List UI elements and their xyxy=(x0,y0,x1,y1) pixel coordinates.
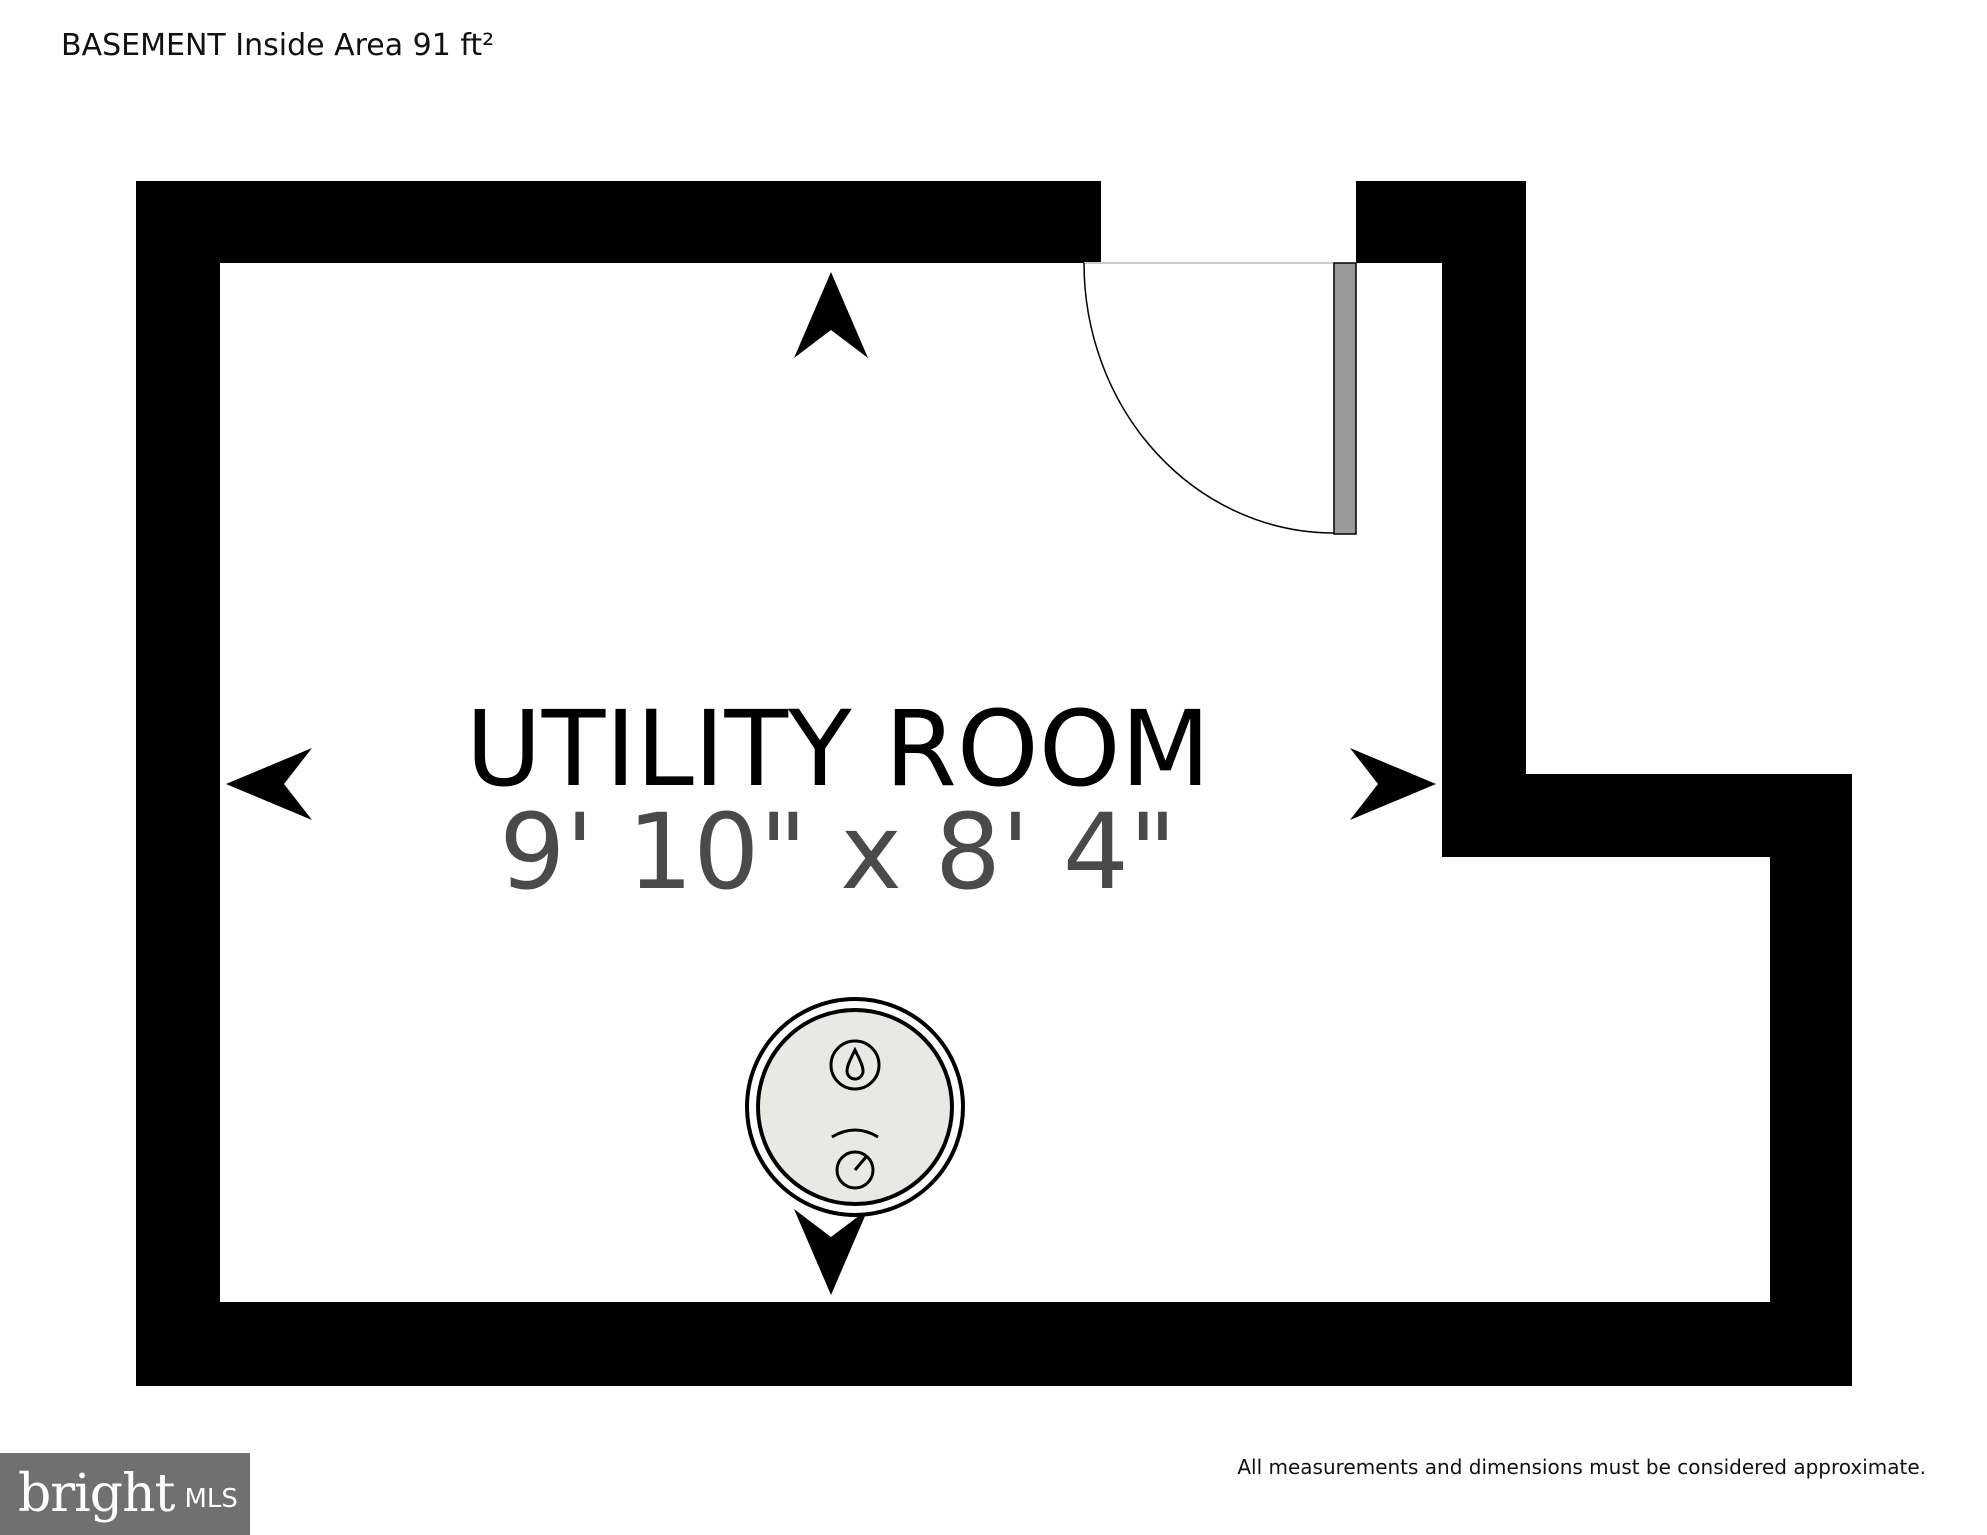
logo-suffix: MLS xyxy=(184,1484,238,1514)
arrow-up-icon xyxy=(794,272,868,358)
room-name: UTILITY ROOM xyxy=(466,688,1211,810)
direction-arrows xyxy=(226,272,1436,1295)
water-heater xyxy=(745,997,965,1217)
bright-mls-logo: bright MLS xyxy=(0,1453,250,1535)
door xyxy=(1083,262,1357,535)
logo-word: bright xyxy=(18,1464,175,1524)
door-jamb-left xyxy=(1064,181,1084,263)
arrow-right-icon xyxy=(1350,748,1436,820)
arrow-left-icon xyxy=(226,748,312,820)
room-dimensions: 9' 10" x 8' 4" xyxy=(499,791,1176,913)
water-drop-icon xyxy=(829,1039,881,1091)
gauge-icon xyxy=(831,1128,879,1190)
door-jamb-right xyxy=(1356,181,1376,263)
door-leaf xyxy=(1333,262,1357,535)
measurement-disclaimer: All measurements and dimensions must be … xyxy=(1237,1455,1926,1479)
walls xyxy=(136,181,1852,1386)
outer-wall xyxy=(136,181,1852,1386)
door-swing-arc xyxy=(1083,262,1337,534)
arrow-down-icon xyxy=(794,1209,868,1295)
water-heater-body xyxy=(756,1008,954,1206)
floor-area-title: BASEMENT Inside Area 91 ft² xyxy=(61,28,495,63)
